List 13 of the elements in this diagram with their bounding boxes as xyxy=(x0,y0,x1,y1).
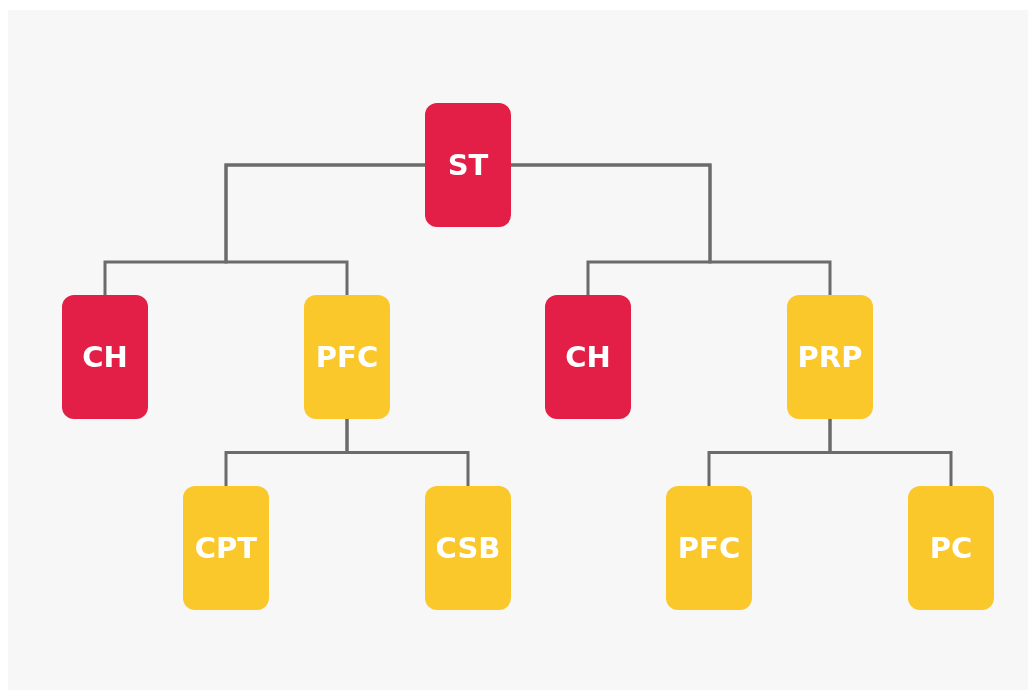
connector-line xyxy=(828,419,953,486)
connector-line xyxy=(345,419,470,486)
primary-box: CH xyxy=(545,295,631,419)
connector-line xyxy=(224,163,425,295)
connector-line xyxy=(511,163,832,295)
secondary-box: PRP xyxy=(787,295,873,419)
primary-box: ST xyxy=(425,103,511,227)
secondary-box: PC xyxy=(908,486,994,610)
secondary-box: CPT xyxy=(183,486,269,610)
secondary-box: PFC xyxy=(304,295,390,419)
secondary-box: PFC xyxy=(666,486,752,610)
secondary-box: CSB xyxy=(425,486,511,610)
primary-box: CH xyxy=(62,295,148,419)
